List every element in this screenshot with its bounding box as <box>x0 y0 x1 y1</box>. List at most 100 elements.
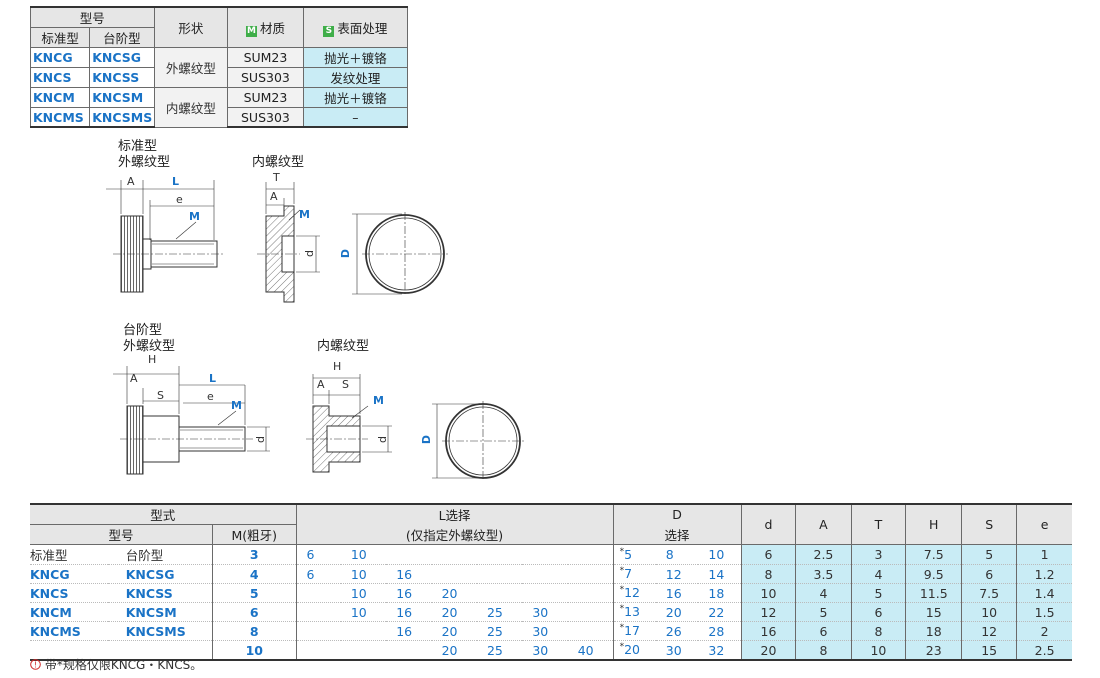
header-T: T <box>850 503 906 545</box>
warning-icon: ! <box>30 658 45 672</box>
l-option <box>567 564 614 584</box>
l-option: 10 <box>340 544 387 565</box>
dim-T-label: T <box>273 171 280 184</box>
l-option <box>295 640 341 661</box>
d-option: 20 <box>655 602 699 622</box>
model-standard <box>30 640 108 661</box>
svg-text:!: ! <box>34 661 37 670</box>
stepped-external-drawing <box>113 366 270 475</box>
l-option <box>522 583 568 603</box>
d-star-value: 5 <box>624 547 633 563</box>
model-stepped: KNCSG <box>89 47 155 68</box>
surface-cell: 发纹处理 <box>302 67 409 88</box>
footnote: ! 带*规格仅限KNCG・KNCS。 <box>30 656 202 673</box>
material-cell: SUS303 <box>227 107 304 128</box>
header-d-select: 选择 <box>612 524 742 545</box>
l-option <box>567 544 614 565</box>
l-option: 30 <box>522 621 568 641</box>
standard-internal-drawing <box>257 182 320 303</box>
standard-external-title: 外螺纹型 <box>118 155 171 170</box>
table-row: KNCM KNCSM 内螺纹型 SUM23 抛光＋镀铬 <box>29 87 409 128</box>
model-stepped <box>107 640 213 661</box>
header-standard: 标准型 <box>29 27 91 48</box>
star-mark: * <box>619 642 625 653</box>
surface-cell: 抛光＋镀铬 <box>302 87 409 108</box>
d-option: 22 <box>698 602 742 622</box>
model-standard: 标准型 <box>30 544 108 565</box>
stepped-title: 台阶型 <box>123 323 163 338</box>
dim-M-label: M <box>299 208 310 221</box>
l-option: 20 <box>431 621 477 641</box>
header-model: 型号 <box>30 524 213 545</box>
l-option: 10 <box>340 564 387 584</box>
l-option: 16 <box>386 621 432 641</box>
dim-H: 7.5 <box>905 544 962 565</box>
dim-e: 1.2 <box>1016 564 1072 584</box>
model-stepped: KNCSG <box>107 564 213 584</box>
technical-drawing <box>106 180 524 481</box>
dim-d: 12 <box>740 602 796 622</box>
dim-A: 8 <box>795 640 852 661</box>
header-A: A <box>795 503 852 545</box>
dim-e: 2 <box>1016 621 1072 641</box>
model-standard: KNCG <box>30 564 108 584</box>
l-option: 25 <box>476 602 523 622</box>
dim-M-label: M <box>231 399 242 412</box>
header-type-style: 型式 <box>30 503 297 525</box>
dim-T: 3 <box>850 544 906 565</box>
dim-e: 1.5 <box>1016 602 1072 622</box>
dim-d-label: d <box>253 436 267 443</box>
d-option: 14 <box>698 564 742 584</box>
dim-D-label: D <box>420 434 434 445</box>
dim-A: 5 <box>795 602 852 622</box>
d-star-value: 17 <box>624 623 640 639</box>
dim-A: 6 <box>795 621 852 641</box>
stepped-front-view <box>432 401 524 481</box>
l-option <box>295 583 341 603</box>
header-model: 型号 <box>30 6 155 28</box>
l-option <box>431 564 477 584</box>
star-mark: * <box>619 604 625 615</box>
dim-e-label: e <box>207 390 214 403</box>
stepped-external-title: 外螺纹型 <box>123 339 176 354</box>
dim-A-label: A <box>130 372 138 385</box>
model-stepped: KNCSMS <box>89 107 155 128</box>
dim-e: 1 <box>1016 544 1072 565</box>
dim-S-label: S <box>342 378 349 391</box>
l-option <box>567 583 614 603</box>
standard-title: 标准型 <box>118 139 158 154</box>
d-option: 30 <box>655 640 699 661</box>
header-stepped: 台阶型 <box>89 27 155 48</box>
dim-T: 8 <box>850 621 906 641</box>
material-badge-icon: M <box>245 26 257 37</box>
stepped-internal-drawing <box>306 374 392 473</box>
model-stepped: KNCSM <box>89 87 155 108</box>
dim-L-label: L <box>172 175 180 188</box>
l-option <box>431 544 477 565</box>
shape-cell: 内螺纹型 <box>153 87 229 128</box>
d-option: 16 <box>655 583 699 603</box>
dim-D-label: D <box>339 248 353 259</box>
dim-S: 7.5 <box>961 583 1017 603</box>
standard-internal-title: 内螺纹型 <box>252 155 305 170</box>
l-option <box>340 621 387 641</box>
dim-M-label: M <box>373 394 384 407</box>
dim-e: 2.5 <box>1016 640 1072 661</box>
header-H: H <box>905 503 962 545</box>
d-star-value: 7 <box>624 566 633 582</box>
model-stepped: KNCSMS <box>107 621 213 641</box>
dim-S: 10 <box>961 602 1017 622</box>
l-option <box>386 544 432 565</box>
spec-table: 型式 L选择 D d A T H S e 型号 M(粗牙) (仅指定外螺纹型) … <box>30 503 1072 661</box>
d-option-starred: *5 <box>612 544 656 565</box>
thread-size: 8 <box>212 621 297 641</box>
dim-H: 11.5 <box>905 583 962 603</box>
model-stepped: KNCSS <box>107 583 213 603</box>
star-mark: * <box>619 566 625 577</box>
